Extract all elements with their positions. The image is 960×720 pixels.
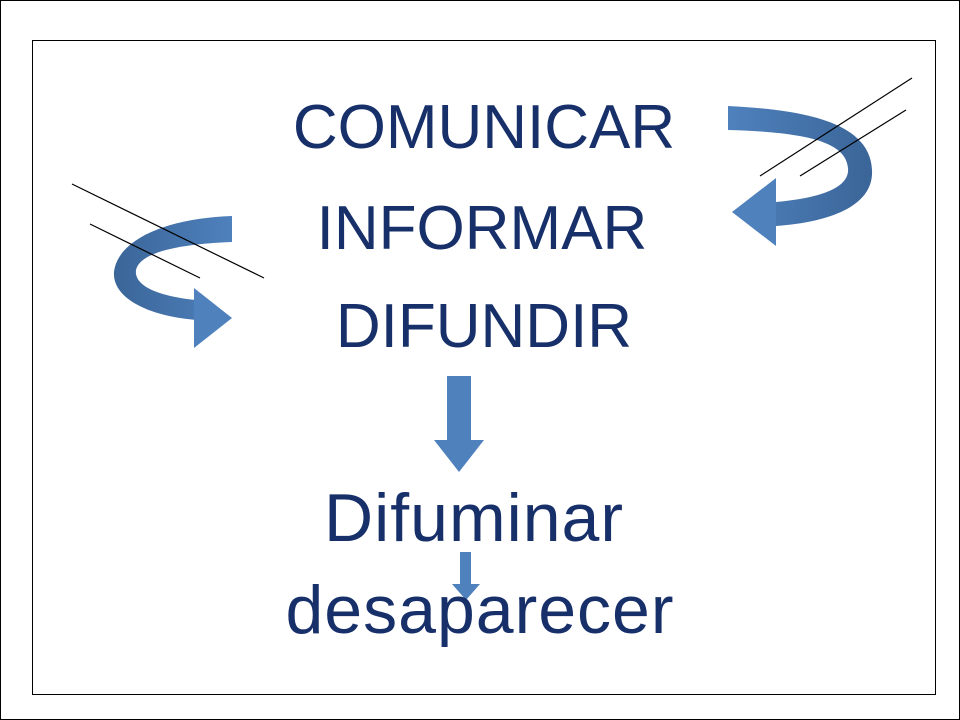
strike-line xyxy=(759,77,913,177)
curved-arrow-right-icon xyxy=(113,216,232,348)
arrow-down-icon xyxy=(434,376,484,472)
word-difuminar: Difuminar xyxy=(324,480,624,556)
word-comunicar: COMUNICAR xyxy=(292,93,676,162)
strike-line xyxy=(89,223,201,279)
word-informar: INFORMAR xyxy=(316,194,648,263)
word-desaparecer: desaparecer xyxy=(285,572,675,648)
strike-line xyxy=(799,109,907,177)
slide-frame xyxy=(32,40,936,695)
arrow-down-icon xyxy=(452,552,480,600)
word-difundir: DIFUNDIR xyxy=(335,292,633,361)
strike-line xyxy=(71,183,265,279)
curved-arrow-left-icon xyxy=(728,106,873,246)
